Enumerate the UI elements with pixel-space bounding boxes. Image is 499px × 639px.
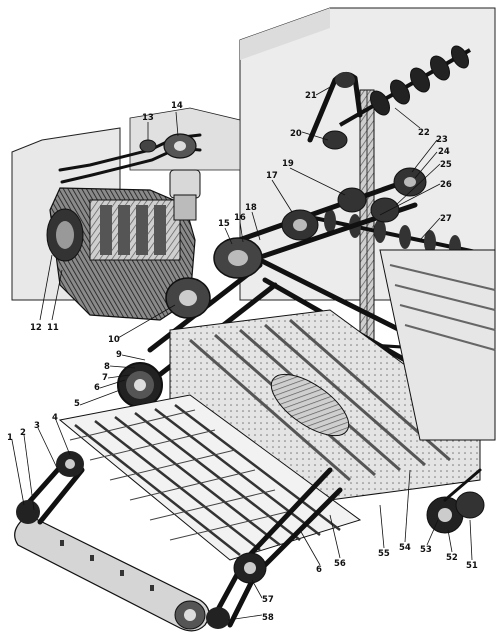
callout-21: 21	[305, 91, 317, 101]
callout-12: 12	[30, 323, 42, 333]
callout-labels: 1 2 3 4 5 6 7 8 9 10 11 12 13 14 15 16 1…	[7, 91, 478, 623]
belt-upper-drive	[307, 72, 363, 150]
callout-5: 5	[74, 399, 80, 409]
chain-drive-right	[206, 467, 343, 629]
callout-17: 17	[266, 171, 278, 181]
callout-7: 7	[102, 373, 108, 383]
chain-drive-left	[16, 451, 85, 525]
callout-19: 19	[282, 159, 294, 169]
callout-9: 9	[116, 350, 122, 360]
left-pulley-stack	[117, 277, 211, 408]
callout-3: 3	[34, 421, 40, 431]
callout-6-lower: 6	[316, 565, 322, 575]
leader-lines	[11, 85, 473, 621]
callout-54: 54	[399, 543, 411, 553]
callout-22: 22	[418, 128, 430, 138]
callout-26: 26	[440, 180, 452, 190]
callout-14: 14	[171, 101, 183, 111]
callout-52: 52	[446, 553, 458, 563]
callout-58: 58	[262, 613, 274, 623]
upper-auger	[339, 45, 471, 127]
callout-13: 13	[142, 113, 154, 123]
callout-56: 56	[334, 559, 346, 569]
callout-23: 23	[436, 135, 448, 145]
callout-6: 6	[94, 383, 100, 393]
top-pulley-group	[139, 133, 197, 159]
straw-walkers	[379, 249, 496, 441]
callout-4: 4	[52, 413, 58, 423]
callout-1: 1	[7, 433, 13, 443]
callout-18: 18	[245, 203, 257, 213]
callout-25: 25	[440, 160, 452, 170]
feed-drum	[14, 514, 210, 632]
callout-53: 53	[420, 545, 432, 555]
callout-20: 20	[290, 129, 302, 139]
callout-24: 24	[438, 147, 450, 157]
callout-57: 57	[262, 595, 274, 605]
callout-11: 11	[47, 323, 59, 333]
callout-16: 16	[234, 213, 246, 223]
callout-8: 8	[104, 362, 110, 372]
callout-51: 51	[466, 561, 478, 571]
callout-2: 2	[20, 428, 26, 438]
callout-10: 10	[108, 335, 120, 345]
callout-27: 27	[440, 214, 452, 224]
callout-55: 55	[378, 549, 390, 559]
callout-15: 15	[218, 219, 230, 229]
engine	[46, 133, 202, 321]
